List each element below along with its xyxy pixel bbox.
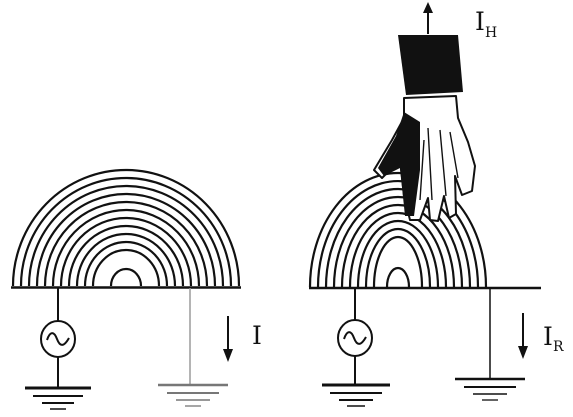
left-setup: I [11,170,262,409]
right-return-ground-icon [455,379,525,400]
return-current-subscript: R [553,339,564,355]
left-semicircular-electrode [13,170,239,286]
right-setup: I R I H [309,2,564,406]
right-ac-source-icon [338,320,372,356]
right-source-ground-icon [322,385,390,406]
hand-current-subscript: H [485,25,497,41]
left-return-ground-icon [158,385,228,406]
hand-current-arrow-icon [423,2,433,34]
left-ac-source-icon [41,321,75,357]
hand-shadow [378,112,420,216]
hand-icon [374,35,475,221]
left-current-arrow-icon [223,316,233,362]
hand-current-label: I [475,7,485,36]
sleeve-cuff [398,35,463,95]
return-current-label: I [543,322,553,351]
right-return-current-arrow-icon [518,313,528,359]
left-source-ground-icon [25,388,91,409]
left-current-label: I [252,321,262,350]
